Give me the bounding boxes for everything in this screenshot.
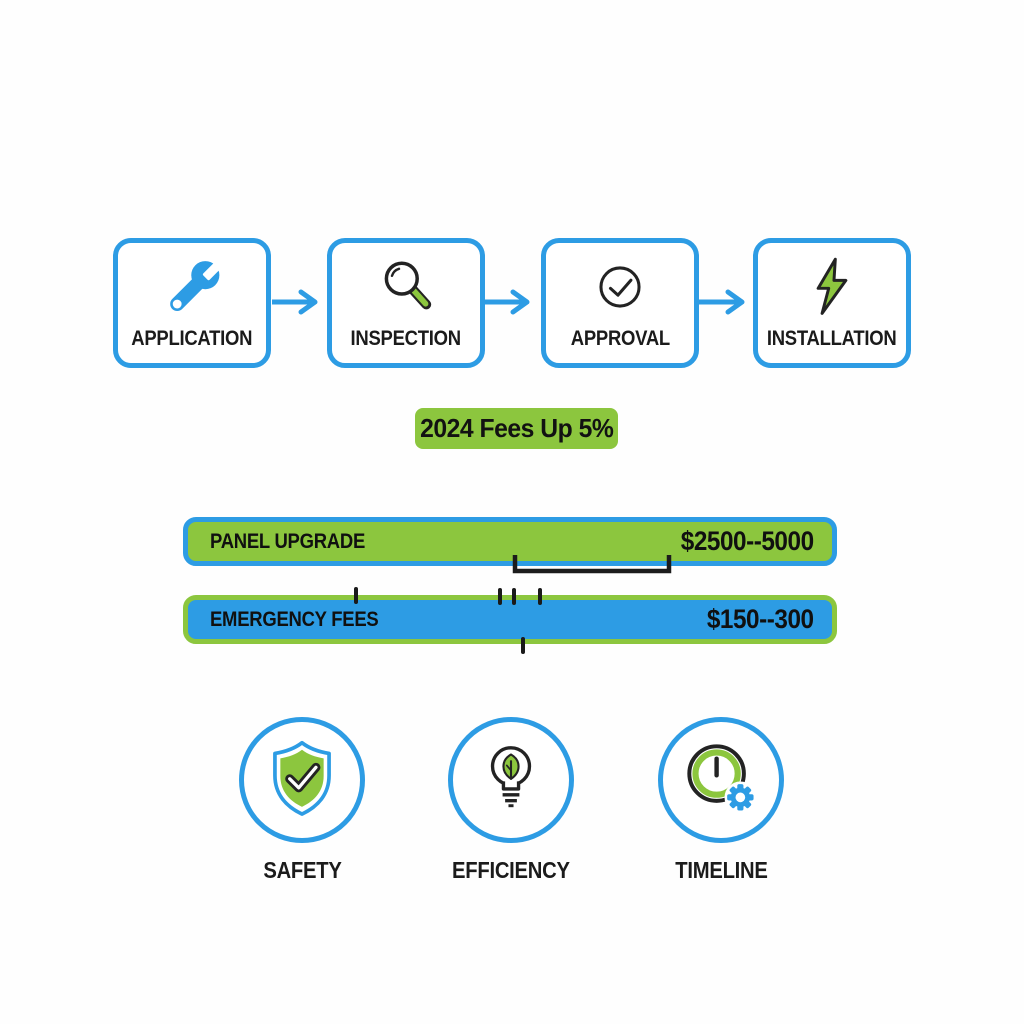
fee-bar-panel-upgrade: PANEL UPGRADE $2500--5000: [183, 517, 837, 566]
flow-step-inspection: INSPECTION: [327, 238, 485, 368]
tick-mark: [498, 588, 502, 605]
feature-label-timeline: TIMELINE: [674, 857, 768, 883]
feature-label-safety: SAFETY: [262, 857, 342, 883]
flow-arrow-icon: [484, 289, 530, 315]
flow-step-application: APPLICATION: [113, 238, 271, 368]
range-bracket: [512, 555, 672, 574]
fee-bar-emergency-fees: EMERGENCY FEES $150--300: [183, 595, 837, 644]
tick-mark: [354, 587, 358, 604]
tick-mark: [521, 637, 525, 654]
feature-label-efficiency: EFFICIENCY: [452, 857, 570, 883]
feature-safety: [239, 717, 365, 843]
magnifying-glass-icon: [371, 247, 441, 327]
tick-mark: [538, 588, 542, 605]
flow-step-label: INSPECTION: [350, 327, 462, 350]
flow-step-label: APPROVAL: [570, 327, 670, 350]
flow-step-label: INSTALLATION: [767, 327, 897, 350]
fees-increase-badge-label: 2024 Fees Up 5%: [419, 413, 614, 443]
flow-step-label: APPLICATION: [131, 327, 253, 350]
fees-increase-badge: 2024 Fees Up 5%: [415, 408, 618, 449]
fee-bar-label: EMERGENCY FEES: [210, 607, 379, 631]
fee-bar-value: $2500--5000: [681, 526, 814, 556]
lightning-bolt-icon: [799, 247, 865, 327]
fee-bar-label: PANEL UPGRADE: [210, 529, 366, 553]
shield-check-icon: [261, 737, 343, 824]
flow-step-installation: INSTALLATION: [753, 238, 911, 368]
flow-arrow-icon: [272, 289, 318, 315]
feature-efficiency: [448, 717, 574, 843]
flow-step-approval: APPROVAL: [541, 238, 699, 368]
wrench-icon: [155, 247, 229, 327]
feature-timeline: [658, 717, 784, 843]
flow-arrow-icon: [699, 289, 745, 315]
tick-mark: [512, 588, 516, 605]
check-circle-icon: [586, 247, 654, 327]
clock-gear-icon: [677, 734, 765, 827]
fee-bar-value: $150--300: [707, 604, 814, 634]
lightbulb-leaf-icon: [469, 736, 553, 825]
